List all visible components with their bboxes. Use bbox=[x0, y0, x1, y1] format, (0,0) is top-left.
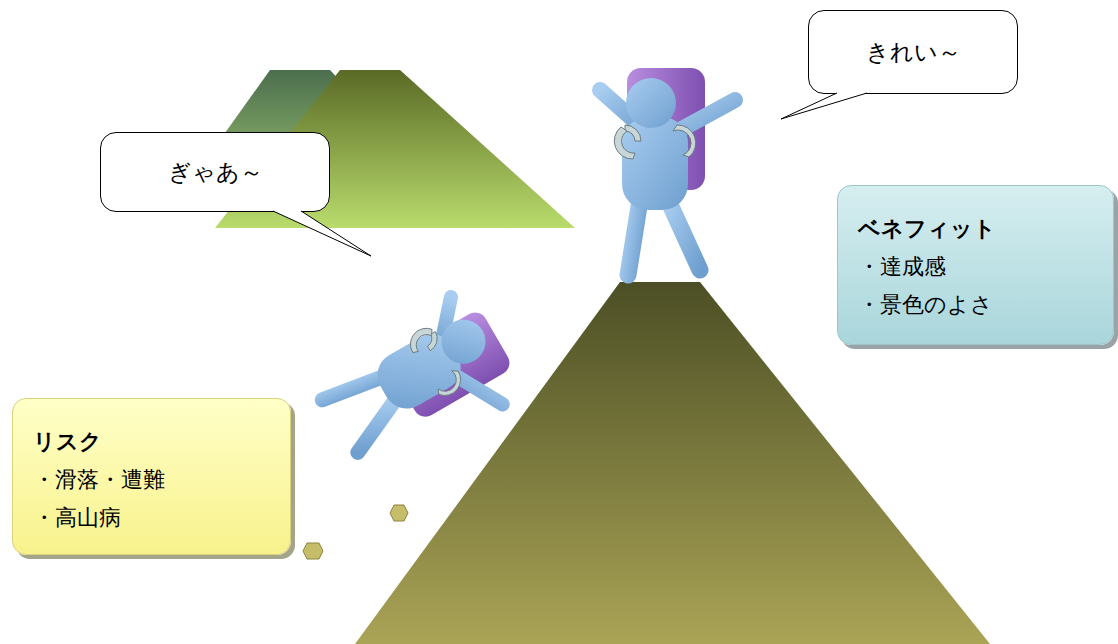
bubble-tail bbox=[809, 11, 810, 12]
list-item: ・滑落・遭難 bbox=[33, 461, 274, 499]
tail-fill bbox=[781, 93, 867, 119]
speech-text: ぎゃあ～ bbox=[168, 157, 263, 188]
box-heading: ベネフィット bbox=[858, 210, 1097, 248]
bubble-tail bbox=[101, 133, 102, 134]
happy-climber bbox=[600, 68, 735, 275]
tail-outline bbox=[781, 93, 867, 119]
falling-rock bbox=[303, 543, 323, 559]
falling-climber bbox=[310, 287, 527, 481]
tail-outline bbox=[273, 211, 371, 256]
speech-bubble: ぎゃあ～ bbox=[100, 132, 330, 212]
box-heading: リスク bbox=[33, 423, 274, 461]
list-item: ・景色のよさ bbox=[858, 286, 1097, 324]
benefit-box: ベネフィット・達成感・景色のよさ bbox=[837, 185, 1114, 345]
speech-text: きれい～ bbox=[866, 37, 961, 68]
tail-fill bbox=[273, 211, 371, 256]
risk-box: リスク・滑落・遭難・高山病 bbox=[12, 398, 291, 555]
list-item: ・達成感 bbox=[858, 248, 1097, 286]
speech-bubble: きれい～ bbox=[808, 10, 1018, 94]
falling-rock bbox=[390, 505, 408, 521]
list-item: ・高山病 bbox=[33, 499, 274, 537]
